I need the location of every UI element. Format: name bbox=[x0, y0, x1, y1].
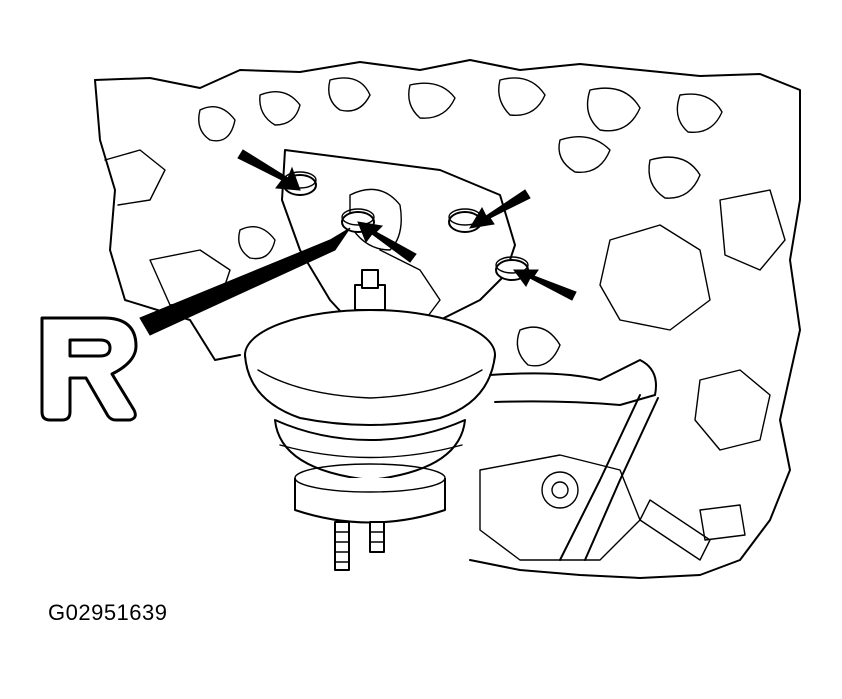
callout-leader bbox=[139, 227, 351, 336]
arrow-icon bbox=[513, 269, 577, 301]
arrow-icon bbox=[237, 149, 301, 191]
engine-mount-illustration bbox=[244, 269, 496, 571]
hoses bbox=[489, 359, 746, 561]
arrow-icon bbox=[357, 221, 417, 263]
callout-letter-r: R bbox=[40, 316, 138, 422]
figure-code: G02951639 bbox=[48, 600, 168, 625]
arrows bbox=[237, 149, 577, 301]
arrow-icon bbox=[469, 189, 531, 229]
